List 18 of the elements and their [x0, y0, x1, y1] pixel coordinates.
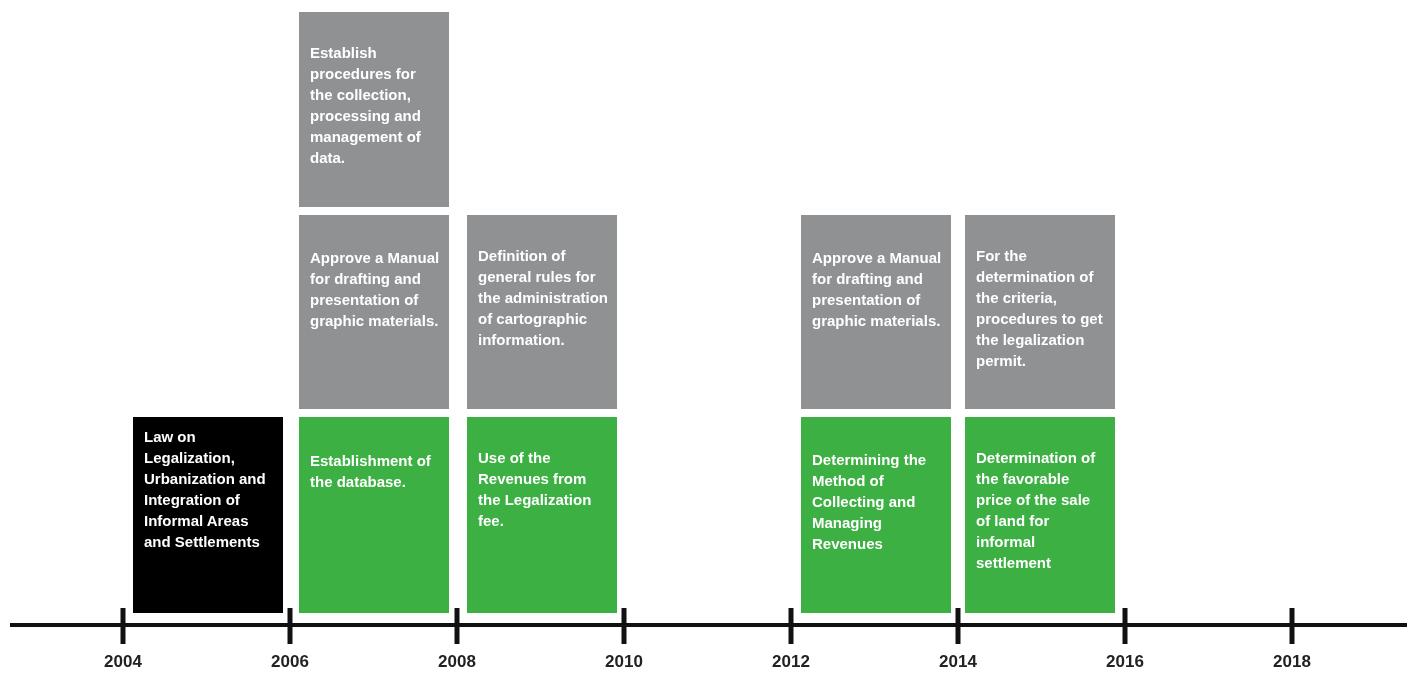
year-label: 2016 — [1105, 652, 1145, 672]
event-box: Determining the Method of Collecting and Managing Revenues — [801, 417, 951, 613]
year-label: 2012 — [771, 652, 811, 672]
year-label: 2018 — [1272, 652, 1312, 672]
milestone-box: Definition of general rules for the administration of cartographic information. — [467, 215, 617, 409]
milestone-box: Approve a Manual for drafting and presentation of graphic materials. — [801, 215, 951, 409]
milestone-box: Establish procedures for the collection, processing and management of data. — [299, 12, 449, 207]
event-box: Determination of the favorable price of the sale of land for informal settlement — [965, 417, 1115, 613]
milestone-box: Approve a Manual for drafting and presentation of graphic materials. — [299, 215, 449, 409]
law-box: Law on Legalization, Urbanization and Integration of Informal Areas and Settlements — [133, 417, 283, 613]
year-label: 2006 — [270, 652, 310, 672]
year-label: 2004 — [103, 652, 143, 672]
event-box: Use of the Revenues from the Legalization fee. — [467, 417, 617, 613]
event-box: Establishment of the database. — [299, 417, 449, 613]
year-label: 2008 — [437, 652, 477, 672]
milestone-box: For the determination of the criteria, procedures to get the legalization permit. — [965, 215, 1115, 409]
year-label: 2010 — [604, 652, 644, 672]
year-label: 2014 — [938, 652, 978, 672]
